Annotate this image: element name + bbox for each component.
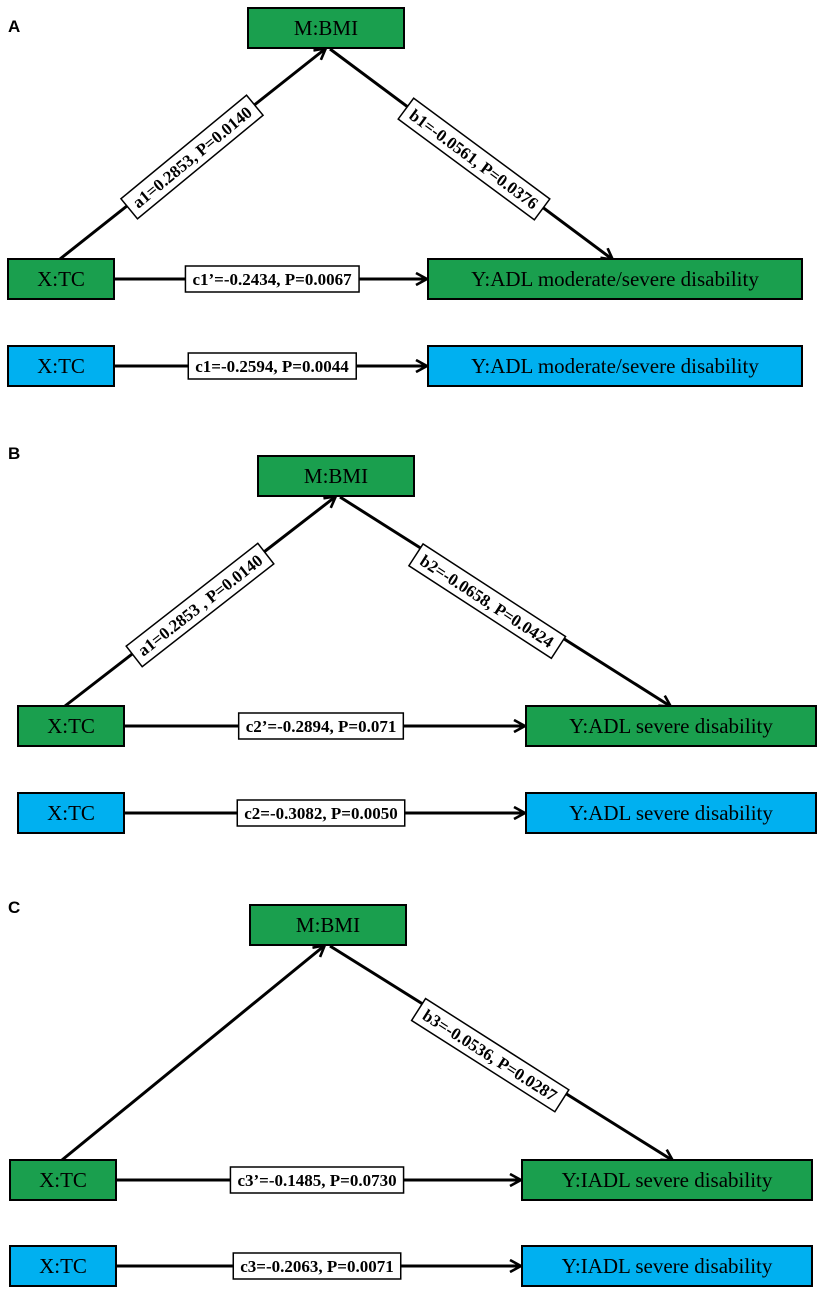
panel-b-a-label-text: a1=0.2853 , P=0.0140 bbox=[134, 551, 266, 660]
panel-a-c-label-text: c1=-0.2594, P=0.0044 bbox=[195, 357, 349, 376]
panel-b-b-label-box bbox=[407, 542, 567, 660]
panel-c-c-label: c3=-0.2063, P=0.0071 bbox=[232, 1252, 402, 1280]
panel-c-c-prime-label-box bbox=[229, 1166, 405, 1194]
panel-b-y-total-box bbox=[525, 792, 817, 834]
panel-b-c-prime-label-box bbox=[237, 712, 405, 740]
panel-a-b-label-text: b1=-0.0561, P=0.0376 bbox=[406, 106, 542, 214]
panel-b-y-total: Y:ADL severe disability bbox=[525, 792, 817, 834]
panel-b-y-total-label: Y:ADL severe disability bbox=[569, 801, 773, 825]
panel-c-mediator-label: M:BMI bbox=[296, 913, 360, 937]
panel-b-mediator-box bbox=[257, 455, 415, 497]
panel-a-x-total-label: X:TC bbox=[37, 354, 85, 378]
panel-b-b-label: b2=-0.0658, P=0.0424 bbox=[407, 542, 567, 660]
panel-b-c-prime-label-text: c2’=-0.2894, P=0.071 bbox=[246, 717, 397, 736]
panel-c-b-label-box bbox=[410, 997, 570, 1113]
panel-b-mediator: M:BMI bbox=[257, 455, 415, 497]
panel-a-y-adjusted-label: Y:ADL moderate/severe disability bbox=[471, 267, 759, 291]
panel-b-x-total: X:TC bbox=[17, 792, 125, 834]
panel-c-x-adjusted-label: X:TC bbox=[39, 1168, 87, 1192]
panel-a-y-adjusted: Y:ADL moderate/severe disability bbox=[427, 258, 803, 300]
panel-b-x-adjusted-box bbox=[17, 705, 125, 747]
panel-b-c-prime-label: c2’=-0.2894, P=0.071 bbox=[237, 712, 405, 740]
panel-a-y-adjusted-box bbox=[427, 258, 803, 300]
panel-c-path-a bbox=[61, 946, 324, 1162]
panel-a-c-prime-label-text: c1’=-0.2434, P=0.0067 bbox=[192, 270, 352, 289]
panel-c-c-prime-label-text: c3’=-0.1485, P=0.0730 bbox=[237, 1171, 396, 1190]
panel-a-b-label: b1=-0.0561, P=0.0376 bbox=[397, 97, 551, 221]
panel-c-y-adjusted-label: Y:IADL severe disability bbox=[562, 1168, 773, 1192]
panel-c-c-label-text: c3=-0.2063, P=0.0071 bbox=[240, 1257, 393, 1276]
panel-b-x-adjusted-label: X:TC bbox=[47, 714, 95, 738]
panel-b-c-label: c2=-0.3082, P=0.0050 bbox=[236, 799, 406, 827]
panel-a-mediator: M:BMI bbox=[247, 7, 405, 49]
panel-b-x-adjusted: X:TC bbox=[17, 705, 125, 747]
panel-c-x-adjusted: X:TC bbox=[9, 1159, 117, 1201]
panel-b-x-total-label: X:TC bbox=[47, 801, 95, 825]
panel-b-y-adjusted: Y:ADL severe disability bbox=[525, 705, 817, 747]
panel-c-x-adjusted-box bbox=[9, 1159, 117, 1201]
panel-c-y-total-label: Y:IADL severe disability bbox=[562, 1254, 773, 1278]
panel-c-mediator: M:BMI bbox=[249, 904, 407, 946]
panel-c-y-total: Y:IADL severe disability bbox=[521, 1245, 813, 1287]
panel-a-x-total: X:TC bbox=[7, 345, 115, 387]
panel-a-y-total-label: Y:ADL moderate/severe disability bbox=[471, 354, 759, 378]
panel-c-y-adjusted: Y:IADL severe disability bbox=[521, 1159, 813, 1201]
panel-c-c-label-box bbox=[232, 1252, 402, 1280]
panel-a-b-label-box bbox=[397, 97, 551, 221]
panel-c-b-label-text: b3=-0.0536, P=0.0287 bbox=[419, 1006, 561, 1106]
panel-a-y-total: Y:ADL moderate/severe disability bbox=[427, 345, 803, 387]
panel-c-x-total-label: X:TC bbox=[39, 1254, 87, 1278]
panel-c-letter: C bbox=[8, 898, 20, 917]
panel-a-x-adjusted-box bbox=[7, 258, 115, 300]
panel-b-x-total-box bbox=[17, 792, 125, 834]
panel-a-x-total-box bbox=[7, 345, 115, 387]
panel-a-c-label: c1=-0.2594, P=0.0044 bbox=[187, 352, 357, 380]
panel-a-a-label-text: a1=0.2853, P=0.0140 bbox=[129, 103, 256, 212]
panel-b-c-label-text: c2=-0.3082, P=0.0050 bbox=[244, 804, 397, 823]
panel-a-a-label-box bbox=[119, 94, 265, 220]
panel-b-letter: B bbox=[8, 444, 20, 463]
panel-a: A M:BMI X:TC Y:ADL moderate/severe disabili… bbox=[7, 7, 803, 387]
panel-b-c-label-box bbox=[236, 799, 406, 827]
panel-c-b-label: b3=-0.0536, P=0.0287 bbox=[410, 997, 570, 1113]
panel-a-mediator-box bbox=[247, 7, 405, 49]
panel-a-x-adjusted: X:TC bbox=[7, 258, 115, 300]
panel-b-b-label-text: b2=-0.0658, P=0.0424 bbox=[416, 551, 557, 652]
panel-c-y-total-box bbox=[521, 1245, 813, 1287]
panel-c-mediator-box bbox=[249, 904, 407, 946]
panel-a-mediator-label: M:BMI bbox=[294, 16, 358, 40]
panel-c-c-prime-label: c3’=-0.1485, P=0.0730 bbox=[229, 1166, 405, 1194]
panel-b-y-adjusted-label: Y:ADL severe disability bbox=[569, 714, 773, 738]
panel-c-x-total: X:TC bbox=[9, 1245, 117, 1287]
panel-a-a-label: a1=0.2853, P=0.0140 bbox=[119, 94, 265, 220]
panel-a-c-label-box bbox=[187, 352, 357, 380]
panel-c-y-adjusted-box bbox=[521, 1159, 813, 1201]
panel-c-x-total-box bbox=[9, 1245, 117, 1287]
panel-a-c-prime-label-box bbox=[184, 265, 360, 293]
panel-b-mediator-label: M:BMI bbox=[304, 464, 368, 488]
panel-b-y-adjusted-box bbox=[525, 705, 817, 747]
panel-a-letter: A bbox=[8, 17, 20, 36]
panels-layer: A M:BMI X:TC Y:ADL moderate/severe disabili… bbox=[7, 7, 817, 1287]
panel-a-c-prime-label: c1’=-0.2434, P=0.0067 bbox=[184, 265, 360, 293]
panel-a-y-total-box bbox=[427, 345, 803, 387]
panel-a-x-adjusted-label: X:TC bbox=[37, 267, 85, 291]
panel-b-a-label: a1=0.2853 , P=0.0140 bbox=[125, 542, 275, 668]
panel-b-a-label-box bbox=[125, 542, 275, 668]
